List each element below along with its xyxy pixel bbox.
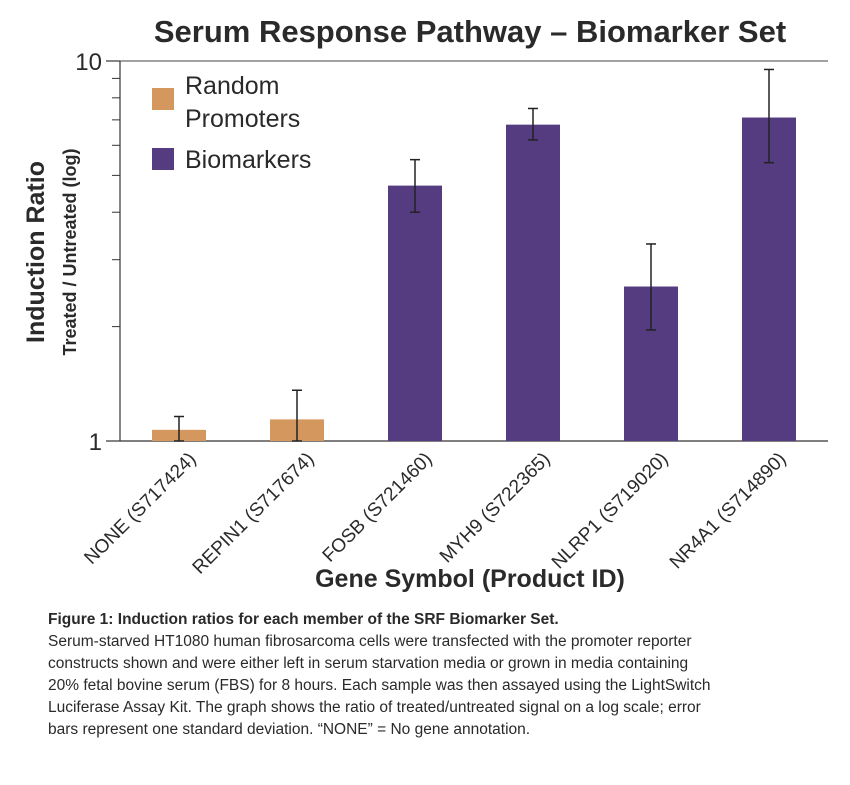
legend-swatch bbox=[152, 88, 174, 110]
y-tick-label: 10 bbox=[75, 49, 102, 76]
caption-line: 20% fetal bovine serum (FBS) for 8 hours… bbox=[48, 677, 711, 694]
figure-caption: Figure 1: Induction ratios for each memb… bbox=[48, 609, 828, 741]
bar bbox=[506, 124, 560, 442]
bar bbox=[742, 117, 796, 442]
caption-line: Serum-starved HT1080 human fibrosarcoma … bbox=[48, 633, 692, 650]
legend-label: Random bbox=[185, 72, 280, 100]
chart: Serum Response Pathway – Biomarker Set 1… bbox=[22, 14, 828, 593]
x-tick-label: NLRP1 (S719020) bbox=[548, 449, 673, 574]
y-axis-sublabel: Treated / Untreated (log) bbox=[60, 148, 80, 355]
x-tick-label: NONE (S717424) bbox=[80, 449, 200, 569]
x-tick-label: FOSB (S721460) bbox=[319, 449, 437, 567]
caption-line: constructs shown and were either left in… bbox=[48, 655, 689, 672]
x-tick-label: MYH9 (S722365) bbox=[436, 449, 555, 568]
bar bbox=[388, 185, 442, 441]
caption-line: bars represent one standard deviation. “… bbox=[48, 721, 531, 738]
chart-title: Serum Response Pathway – Biomarker Set bbox=[154, 14, 786, 49]
x-tick-label: REPIN1 (S717674) bbox=[189, 449, 319, 579]
x-tick-label: NR4A1 (S714890) bbox=[666, 449, 791, 574]
y-tick-label: 1 bbox=[89, 429, 102, 456]
y-axis-label: Induction Ratio bbox=[22, 161, 50, 343]
legend-swatch bbox=[152, 148, 174, 170]
caption-line: Luciferase Assay Kit. The graph shows th… bbox=[48, 699, 701, 716]
caption-title: Figure 1: Induction ratios for each memb… bbox=[48, 611, 559, 628]
legend-label: Promoters bbox=[185, 105, 300, 133]
x-axis-label: Gene Symbol (Product ID) bbox=[315, 565, 625, 593]
legend-label: Biomarkers bbox=[185, 146, 311, 174]
